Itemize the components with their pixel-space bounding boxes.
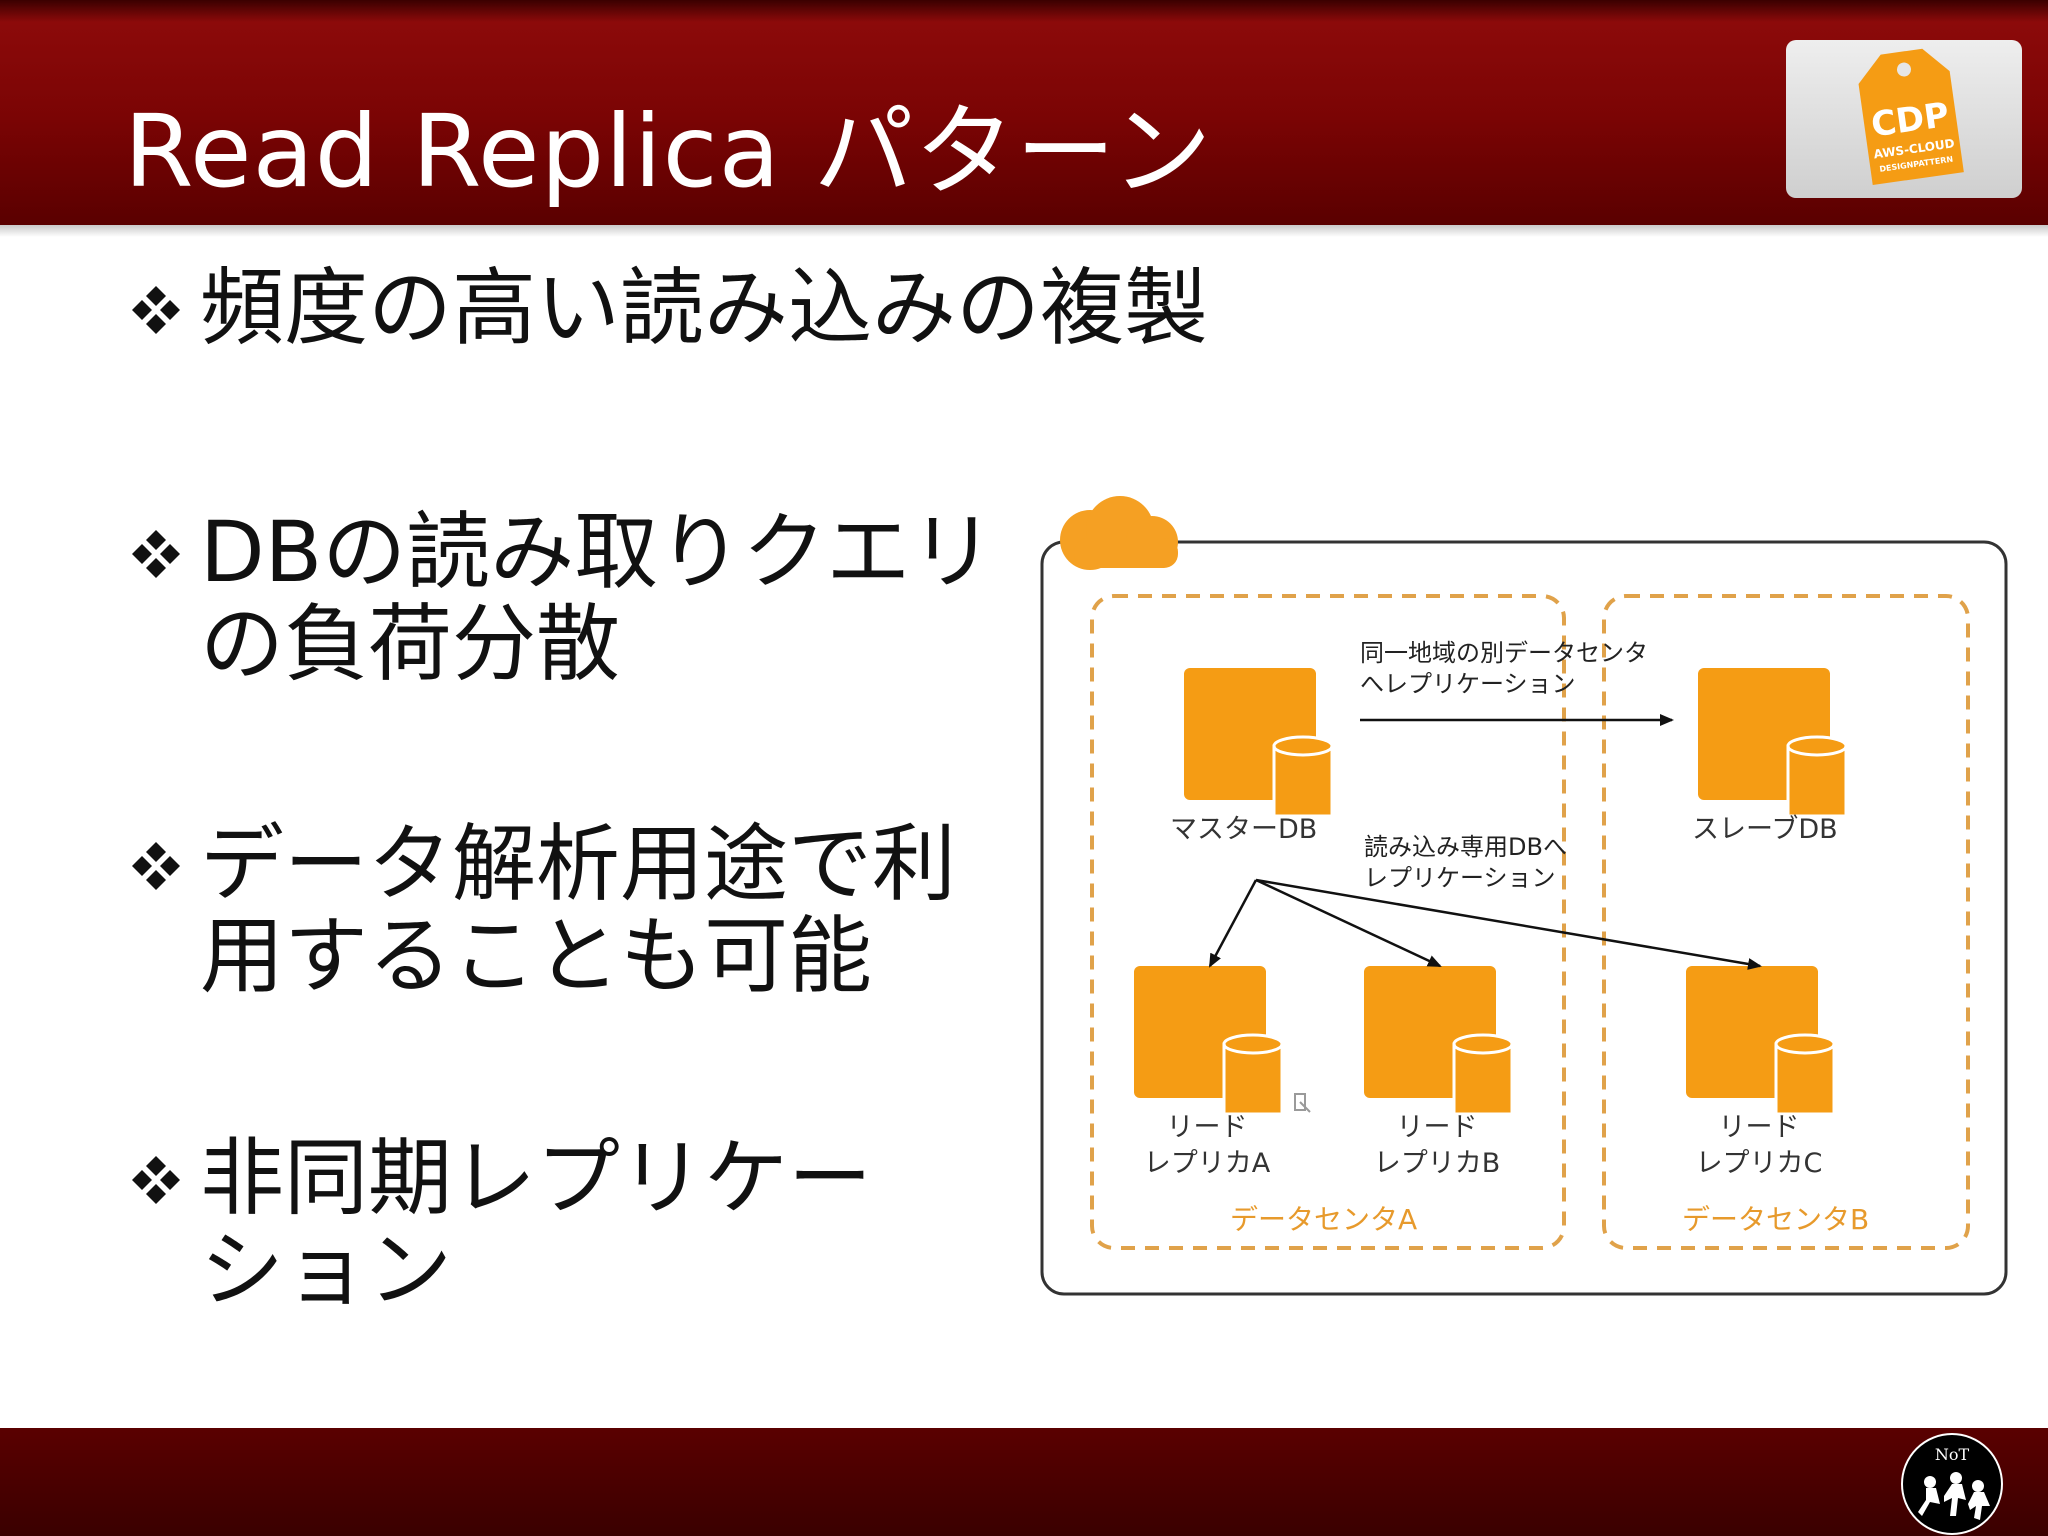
read-replica-c-icon	[1686, 966, 1836, 1116]
cdp-logo: CDP AWS-CLOUD DESIGNPATTERN	[1786, 40, 2022, 198]
datacenter-b-label: データセンタB	[1682, 1203, 1870, 1236]
replication-note-datacenter: 同一地域の別データセンタ へレプリケーション	[1360, 638, 1648, 700]
bullet-text: データ解析用途で利	[200, 815, 957, 913]
read-replica-a-icon	[1134, 966, 1284, 1116]
bullet-text: 非同期レプリケー	[200, 1129, 873, 1227]
replica-c-label-line1: リード	[1718, 1112, 1800, 1143]
replica-c-label-line2: レプリカC	[1695, 1148, 1823, 1179]
slave-db-icon	[1698, 668, 1848, 818]
arrow-to-replica-c	[1255, 878, 1762, 970]
diamond-bullet-icon	[132, 842, 180, 890]
header-divider	[0, 225, 2048, 237]
master-db-label: マスターDB	[1170, 814, 1318, 845]
replication-note-readonly-line1: 読み込み専用DBへ	[1364, 833, 1567, 861]
footer-logo-text: NoT	[1935, 1445, 1970, 1464]
bullet-text: 頻度の高い読み込みの複製	[200, 259, 1209, 357]
replica-b-label: リード レプリカB	[1372, 1110, 1502, 1182]
diamond-bullet-icon	[132, 530, 180, 578]
replication-diagram: マスターDB スレーブDB リード レプリカA リード レプリカB リード レプ…	[1030, 480, 2036, 1310]
read-replica-b-icon	[1364, 966, 1514, 1116]
cloud-icon	[1060, 496, 1178, 570]
replication-note-datacenter-line1: 同一地域の別データセンタ	[1360, 639, 1648, 667]
replication-note-readonly-line2: レプリケーション	[1364, 864, 1556, 892]
datacenter-a-label: データセンタA	[1230, 1203, 1418, 1236]
replication-note-datacenter-line2: へレプリケーション	[1360, 670, 1576, 698]
arrow-to-replica-b	[1255, 878, 1442, 968]
replica-c-label: リード レプリカC	[1694, 1110, 1824, 1182]
arrow-to-replica-a	[1208, 879, 1258, 968]
replica-b-label-line2: レプリカB	[1373, 1148, 1501, 1179]
replica-b-label-line1: リード	[1396, 1112, 1478, 1143]
replica-a-label: リード レプリカA	[1142, 1110, 1272, 1182]
slide-title: Read Replica パターン	[124, 93, 1213, 210]
slide-header	[0, 0, 2048, 230]
bullet-text-continued: ション	[200, 1221, 453, 1319]
cloud-boundary	[1040, 540, 2008, 1296]
replica-a-label-line1: リード	[1166, 1112, 1248, 1143]
bullet-text-continued: の負荷分散	[200, 595, 621, 693]
replication-note-readonly: 読み込み専用DBへ レプリケーション	[1364, 832, 1567, 894]
bullet-text: DBの読み取りクエリ	[200, 503, 995, 601]
replica-a-label-line2: レプリカA	[1143, 1148, 1271, 1179]
slide-footer	[0, 1428, 2048, 1536]
ninja-logo-icon: NoT	[1901, 1433, 2003, 1535]
cursor-icon	[1294, 1093, 1311, 1113]
master-db-icon	[1184, 668, 1334, 818]
diamond-bullet-icon	[132, 1156, 180, 1204]
slave-db-label: スレーブDB	[1692, 814, 1838, 845]
datacenter-b-boundary	[1602, 594, 1970, 1250]
bullet-text-continued: 用することも可能	[200, 907, 873, 1005]
diamond-bullet-icon	[132, 286, 180, 334]
